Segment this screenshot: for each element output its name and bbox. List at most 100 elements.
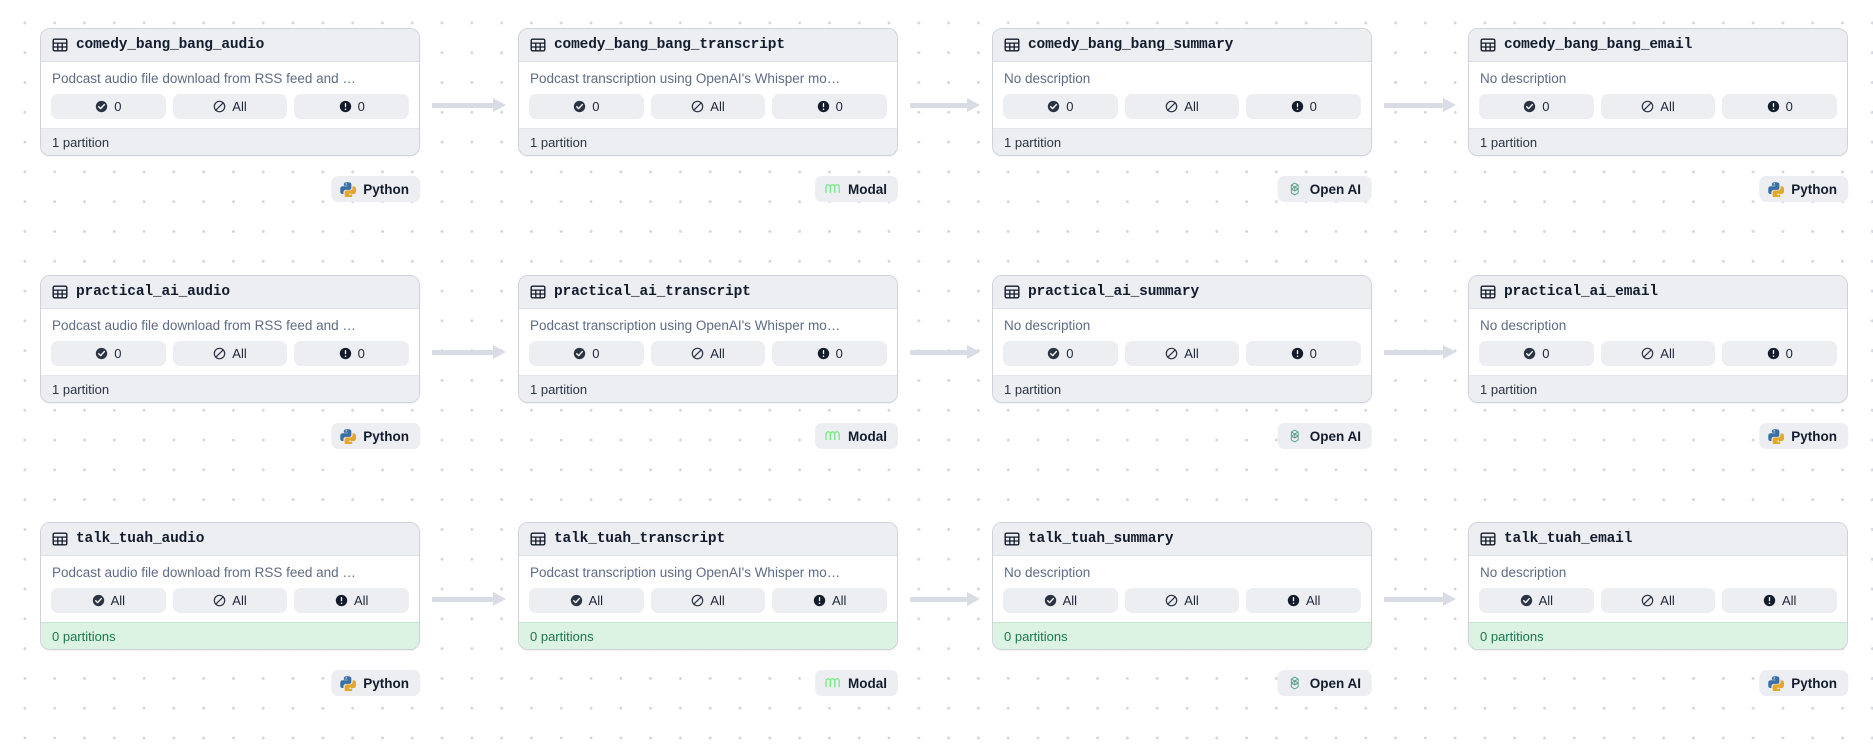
asset-badge[interactable]: All xyxy=(294,588,410,613)
compute-kind-tag[interactable]: Python xyxy=(1759,176,1848,202)
asset-card[interactable]: comedy_bang_bang_summary No description … xyxy=(992,28,1372,156)
asset-card-header[interactable]: practical_ai_audio xyxy=(41,276,419,309)
asset-badge[interactable]: All xyxy=(1124,588,1240,613)
asset-badge[interactable]: 0 xyxy=(529,94,644,119)
asset-card[interactable]: practical_ai_audio Podcast audio file do… xyxy=(40,275,420,403)
asset-card-header[interactable]: talk_tuah_transcript xyxy=(519,523,897,556)
asset-card-header[interactable]: comedy_bang_bang_audio xyxy=(41,29,419,62)
asset-node[interactable]: comedy_bang_bang_summary No description … xyxy=(992,28,1372,156)
asset-badge[interactable]: 0 xyxy=(51,341,166,366)
asset-badge[interactable]: All xyxy=(1722,588,1838,613)
asset-card[interactable]: comedy_bang_bang_transcript Podcast tran… xyxy=(518,28,898,156)
asset-badge[interactable]: All xyxy=(172,588,288,613)
asset-badge[interactable]: All xyxy=(650,588,766,613)
asset-badge[interactable]: 0 xyxy=(1722,341,1838,366)
badge-value: All xyxy=(588,593,604,608)
asset-card[interactable]: practical_ai_email No description 0 All xyxy=(1468,275,1848,403)
asset-partition-footer[interactable]: 1 partition xyxy=(1469,128,1847,155)
compute-kind-tag[interactable]: Open AI xyxy=(1277,176,1372,202)
asset-badge[interactable]: All xyxy=(1600,588,1716,613)
asset-badge[interactable]: All xyxy=(650,341,766,366)
asset-badge[interactable]: All xyxy=(529,588,644,613)
asset-card[interactable]: talk_tuah_transcript Podcast transcripti… xyxy=(518,522,898,650)
asset-badge[interactable]: All xyxy=(172,341,288,366)
asset-card[interactable]: comedy_bang_bang_email No description 0 … xyxy=(1468,28,1848,156)
compute-kind-tag[interactable]: Modal xyxy=(815,176,898,202)
asset-card-header[interactable]: comedy_bang_bang_transcript xyxy=(519,29,897,62)
asset-badge[interactable]: 0 xyxy=(1722,94,1838,119)
asset-badge[interactable]: 0 xyxy=(1003,341,1118,366)
asset-badge[interactable]: All xyxy=(1479,588,1594,613)
asset-node[interactable]: practical_ai_summary No description 0 Al… xyxy=(992,275,1372,403)
compute-kind-tag[interactable]: Python xyxy=(331,423,420,449)
asset-card-body: Podcast transcription using OpenAI's Whi… xyxy=(519,309,897,375)
asset-partition-footer[interactable]: 0 partitions xyxy=(993,622,1371,649)
asset-node[interactable]: comedy_bang_bang_transcript Podcast tran… xyxy=(518,28,898,156)
compute-kind-tag[interactable]: Modal xyxy=(815,423,898,449)
compute-kind-tag[interactable]: Python xyxy=(1759,670,1848,696)
asset-badge[interactable]: 0 xyxy=(51,94,166,119)
asset-partition-footer[interactable]: 0 partitions xyxy=(41,622,419,649)
asset-card[interactable]: practical_ai_summary No description 0 Al… xyxy=(992,275,1372,403)
asset-partition-footer[interactable]: 1 partition xyxy=(41,128,419,155)
asset-node[interactable]: practical_ai_email No description 0 All xyxy=(1468,275,1848,403)
asset-badge[interactable]: 0 xyxy=(772,94,888,119)
asset-badge[interactable]: All xyxy=(51,588,166,613)
asset-card-header[interactable]: talk_tuah_summary xyxy=(993,523,1371,556)
asset-badge[interactable]: 0 xyxy=(772,341,888,366)
asset-node[interactable]: practical_ai_transcript Podcast transcri… xyxy=(518,275,898,403)
asset-badge[interactable]: 0 xyxy=(1246,94,1362,119)
asset-node[interactable]: talk_tuah_audio Podcast audio file downl… xyxy=(40,522,420,650)
asset-badge[interactable]: 0 xyxy=(1246,341,1362,366)
compute-kind-tag[interactable]: Python xyxy=(331,176,420,202)
asset-badge[interactable]: All xyxy=(1600,341,1716,366)
asset-card[interactable]: practical_ai_transcript Podcast transcri… xyxy=(518,275,898,403)
asset-card[interactable]: talk_tuah_summary No description All All xyxy=(992,522,1372,650)
compute-kind-tag[interactable]: Modal xyxy=(815,670,898,696)
asset-card[interactable]: comedy_bang_bang_audio Podcast audio fil… xyxy=(40,28,420,156)
asset-node[interactable]: comedy_bang_bang_email No description 0 … xyxy=(1468,28,1848,156)
asset-badge[interactable]: All xyxy=(1124,341,1240,366)
asset-node[interactable]: comedy_bang_bang_audio Podcast audio fil… xyxy=(40,28,420,156)
asset-partition-footer[interactable]: 1 partition xyxy=(1469,375,1847,402)
asset-card-header[interactable]: practical_ai_transcript xyxy=(519,276,897,309)
asset-node[interactable]: talk_tuah_summary No description All All xyxy=(992,522,1372,650)
asset-partition-footer[interactable]: 0 partitions xyxy=(1469,622,1847,649)
asset-badge[interactable]: All xyxy=(772,588,888,613)
asset-badge[interactable]: 0 xyxy=(294,94,410,119)
asset-card-header[interactable]: comedy_bang_bang_summary xyxy=(993,29,1371,62)
compute-kind-tag[interactable]: Open AI xyxy=(1277,670,1372,696)
asset-card[interactable]: talk_tuah_email No description All All xyxy=(1468,522,1848,650)
asset-badge[interactable]: All xyxy=(1600,94,1716,119)
asset-badge[interactable]: All xyxy=(1246,588,1362,613)
slash-circle-icon xyxy=(1641,347,1654,360)
asset-partition-footer[interactable]: 1 partition xyxy=(993,128,1371,155)
asset-partition-footer[interactable]: 1 partition xyxy=(519,375,897,402)
asset-badge[interactable]: All xyxy=(172,94,288,119)
asset-card-header[interactable]: comedy_bang_bang_email xyxy=(1469,29,1847,62)
asset-card-header[interactable]: talk_tuah_audio xyxy=(41,523,419,556)
asset-badge[interactable]: 0 xyxy=(1479,341,1594,366)
asset-card[interactable]: talk_tuah_audio Podcast audio file downl… xyxy=(40,522,420,650)
compute-kind-tag[interactable]: Python xyxy=(1759,423,1848,449)
asset-node[interactable]: talk_tuah_transcript Podcast transcripti… xyxy=(518,522,898,650)
asset-badge[interactable]: All xyxy=(1124,94,1240,119)
asset-badge[interactable]: 0 xyxy=(1003,94,1118,119)
asset-node[interactable]: practical_ai_audio Podcast audio file do… xyxy=(40,275,420,403)
asset-card-header[interactable]: talk_tuah_email xyxy=(1469,523,1847,556)
asset-card-header[interactable]: practical_ai_email xyxy=(1469,276,1847,309)
asset-badge[interactable]: 0 xyxy=(294,341,410,366)
asset-badge[interactable]: 0 xyxy=(529,341,644,366)
asset-node[interactable]: talk_tuah_email No description All All xyxy=(1468,522,1848,650)
asset-badge[interactable]: All xyxy=(1003,588,1118,613)
asset-card-header[interactable]: practical_ai_summary xyxy=(993,276,1371,309)
compute-kind-tag[interactable]: Open AI xyxy=(1277,423,1372,449)
asset-badge[interactable]: All xyxy=(650,94,766,119)
asset-partition-footer[interactable]: 1 partition xyxy=(519,128,897,155)
asset-partition-footer[interactable]: 1 partition xyxy=(41,375,419,402)
asset-partition-footer[interactable]: 1 partition xyxy=(993,375,1371,402)
asset-partition-footer[interactable]: 0 partitions xyxy=(519,622,897,649)
compute-kind-tag[interactable]: Python xyxy=(331,670,420,696)
asset-badge[interactable]: 0 xyxy=(1479,94,1594,119)
